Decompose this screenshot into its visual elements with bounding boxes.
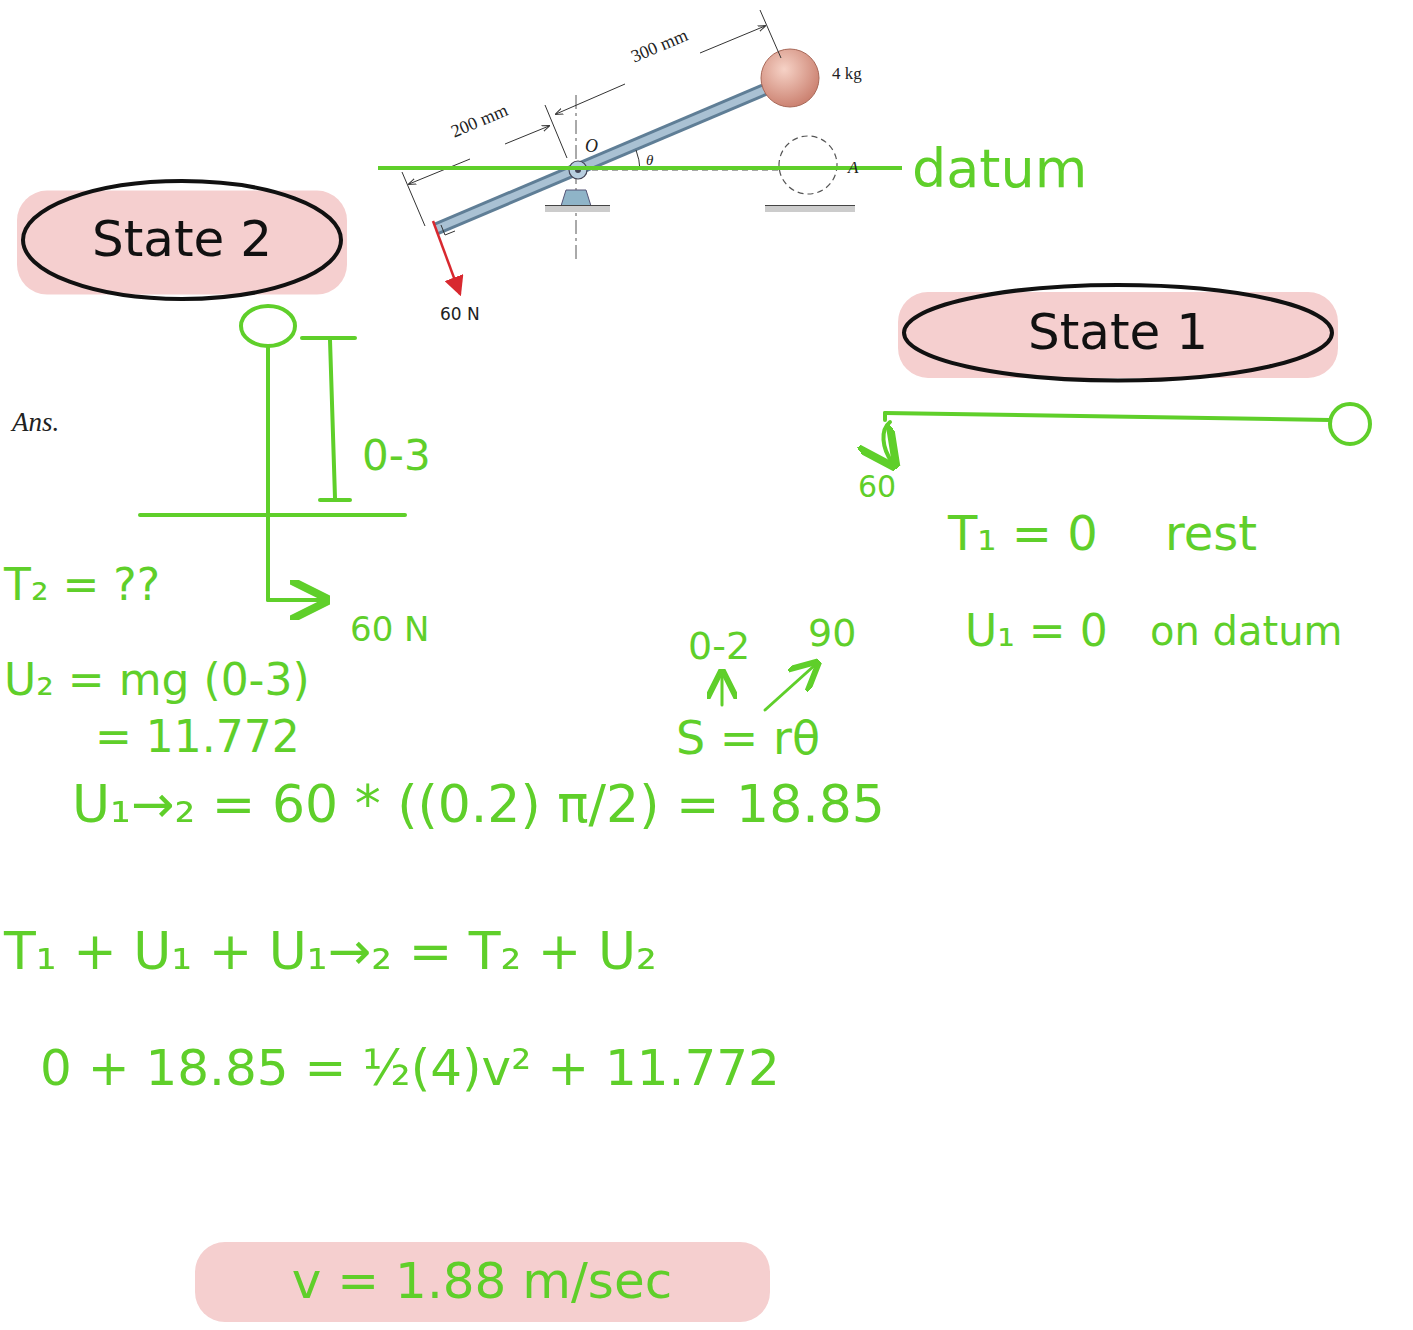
handwritten-note: rest — [1165, 506, 1257, 561]
state-label: State 1 — [898, 279, 1338, 387]
state-name: State 2 — [92, 211, 272, 269]
figure-label: 60 N — [440, 305, 480, 325]
handwritten-note: 60 N — [350, 610, 430, 649]
handwritten-note: S = rθ — [676, 712, 820, 765]
state-label: State 2 — [17, 175, 347, 305]
handwritten-note: datum — [912, 138, 1087, 200]
handwritten-note: U₁ = 0 — [965, 606, 1108, 657]
figure-label: Ans. — [12, 407, 59, 438]
state-name: State 1 — [1028, 304, 1208, 362]
handwritten-note: T₂ = ?? — [4, 560, 160, 611]
handwritten-note: = 11.772 — [95, 712, 300, 763]
handwritten-note: 60 — [858, 470, 896, 505]
handwritten-note: 0-3 — [362, 432, 431, 480]
figure-label: 300 mm — [628, 25, 691, 67]
handwritten-note: T₁ + U₁ + U₁→₂ = T₂ + U₂ — [4, 922, 657, 982]
handwritten-note: U₁→₂ = 60 * ((0.2) π/2) = 18.85 — [72, 775, 885, 835]
lever-figure — [402, 10, 855, 294]
handwritten-note: U₂ = mg (0-3) — [4, 655, 310, 706]
figure-label: O — [585, 136, 598, 157]
handwritten-note: on datum — [1150, 608, 1342, 654]
figure-label: 4 kg — [832, 64, 862, 84]
handwritten-note: 90 — [808, 612, 856, 656]
leader-arrows — [722, 665, 815, 710]
state1-sketch — [883, 404, 1370, 462]
answer-text: v = 1.88 m/sec — [292, 1253, 672, 1311]
figure-label: θ — [646, 152, 653, 169]
handwritten-note: 0 + 18.85 = ½(4)v² + 11.772 — [40, 1040, 780, 1098]
figure-label: A — [848, 158, 858, 178]
datum-line — [378, 166, 902, 170]
handwritten-note: 0-2 — [688, 625, 750, 669]
answer-highlight: v = 1.88 m/sec — [195, 1242, 770, 1322]
handwritten-note: T₁ = 0 — [948, 506, 1098, 561]
figure-label: 200 mm — [448, 100, 511, 142]
